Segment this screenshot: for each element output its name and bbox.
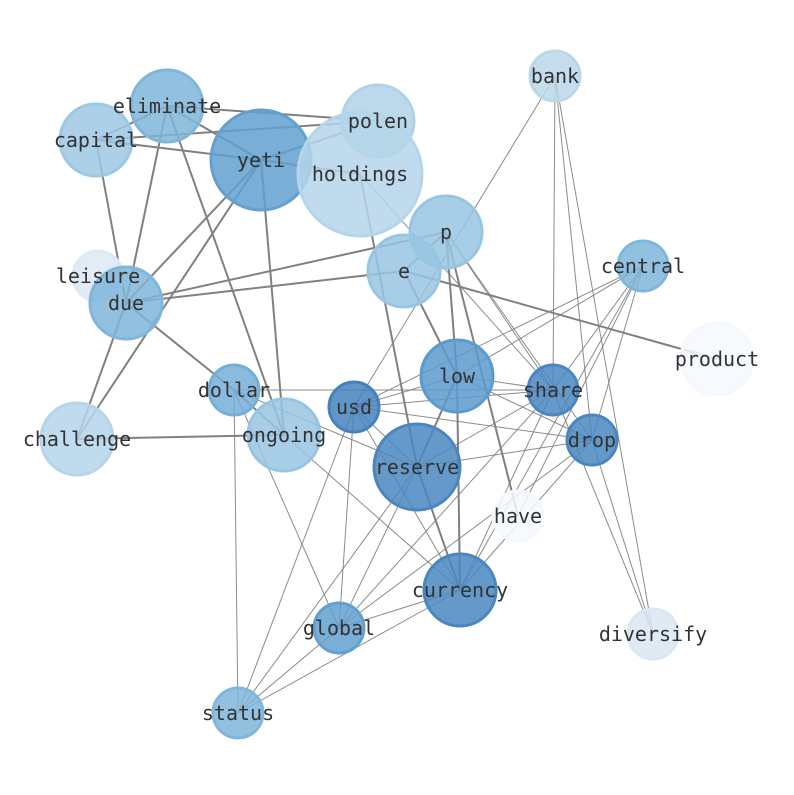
node-capital	[58, 102, 134, 178]
edge-drop-diversify	[591, 439, 654, 635]
edge-usd-status	[237, 406, 355, 714]
node-global	[312, 601, 366, 655]
node-label-dollar: dollar	[198, 378, 270, 402]
node-reserve	[372, 422, 462, 512]
edge-central-currency	[459, 265, 644, 591]
node-label-e: e	[398, 259, 410, 283]
edge-bank-share	[552, 75, 556, 391]
node-challenge	[39, 401, 115, 477]
node-label-usd: usd	[336, 395, 372, 419]
edge-usd-drop	[353, 406, 593, 441]
node-due	[88, 265, 164, 341]
node-share	[526, 363, 580, 417]
node-label-leisure: leisure	[56, 264, 140, 288]
node-eliminate	[129, 68, 205, 144]
edge-central-usd	[353, 265, 644, 408]
node-label-eliminate: eliminate	[113, 94, 221, 118]
node-product	[679, 321, 755, 397]
node-currency	[422, 552, 498, 628]
node-label-holdings: holdings	[312, 162, 408, 186]
node-label-yeti: yeti	[237, 148, 285, 172]
edge-eliminate-ongoing	[166, 105, 285, 436]
edge-yeti-challenge	[76, 159, 262, 440]
node-label-drop: drop	[568, 428, 616, 452]
node-status	[211, 686, 265, 740]
node-label-currency: currency	[412, 578, 508, 602]
node-label-bank: bank	[531, 64, 579, 88]
node-label-capital: capital	[54, 128, 138, 152]
node-bank	[528, 49, 582, 103]
node-dollar	[207, 363, 261, 417]
node-holdings	[296, 110, 424, 238]
edge-reserve-status	[237, 466, 418, 714]
edge-drop-global	[338, 439, 593, 629]
edge-ongoing-currency	[283, 434, 461, 591]
node-label-have: have	[494, 504, 542, 528]
node-label-diversify: diversify	[599, 622, 707, 646]
edge-usd-global	[338, 406, 355, 629]
node-e	[366, 233, 442, 309]
node-drop	[565, 413, 619, 467]
node-have	[491, 489, 545, 543]
node-label-central: central	[601, 254, 685, 278]
edge-central-drop	[591, 265, 644, 441]
node-label-reserve: reserve	[375, 455, 459, 479]
node-low	[419, 338, 495, 414]
node-label-status: status	[202, 701, 274, 725]
edge-share-global	[338, 389, 554, 629]
node-central	[616, 239, 670, 293]
node-label-polen: polen	[348, 109, 408, 133]
node-label-global: global	[303, 616, 375, 640]
node-label-product: product	[675, 347, 759, 371]
labels-layer: bank eliminate capital polen yeti holdings p le…	[23, 64, 759, 725]
edge-bank-diversify	[554, 75, 654, 635]
node-diversify	[626, 607, 680, 661]
node-label-due: due	[108, 291, 144, 315]
node-ongoing	[246, 397, 322, 473]
node-label-p: p	[440, 220, 452, 244]
edge-dollar-status	[233, 389, 239, 714]
edge-central-have	[517, 265, 644, 517]
node-label-challenge: challenge	[23, 427, 131, 451]
node-usd	[327, 380, 381, 434]
nodes-layer	[39, 49, 755, 740]
node-label-ongoing: ongoing	[242, 423, 326, 447]
node-label-low: low	[439, 364, 476, 388]
node-label-share: share	[523, 378, 583, 402]
edge-e-product	[403, 270, 718, 360]
edge-due-e	[125, 270, 405, 304]
